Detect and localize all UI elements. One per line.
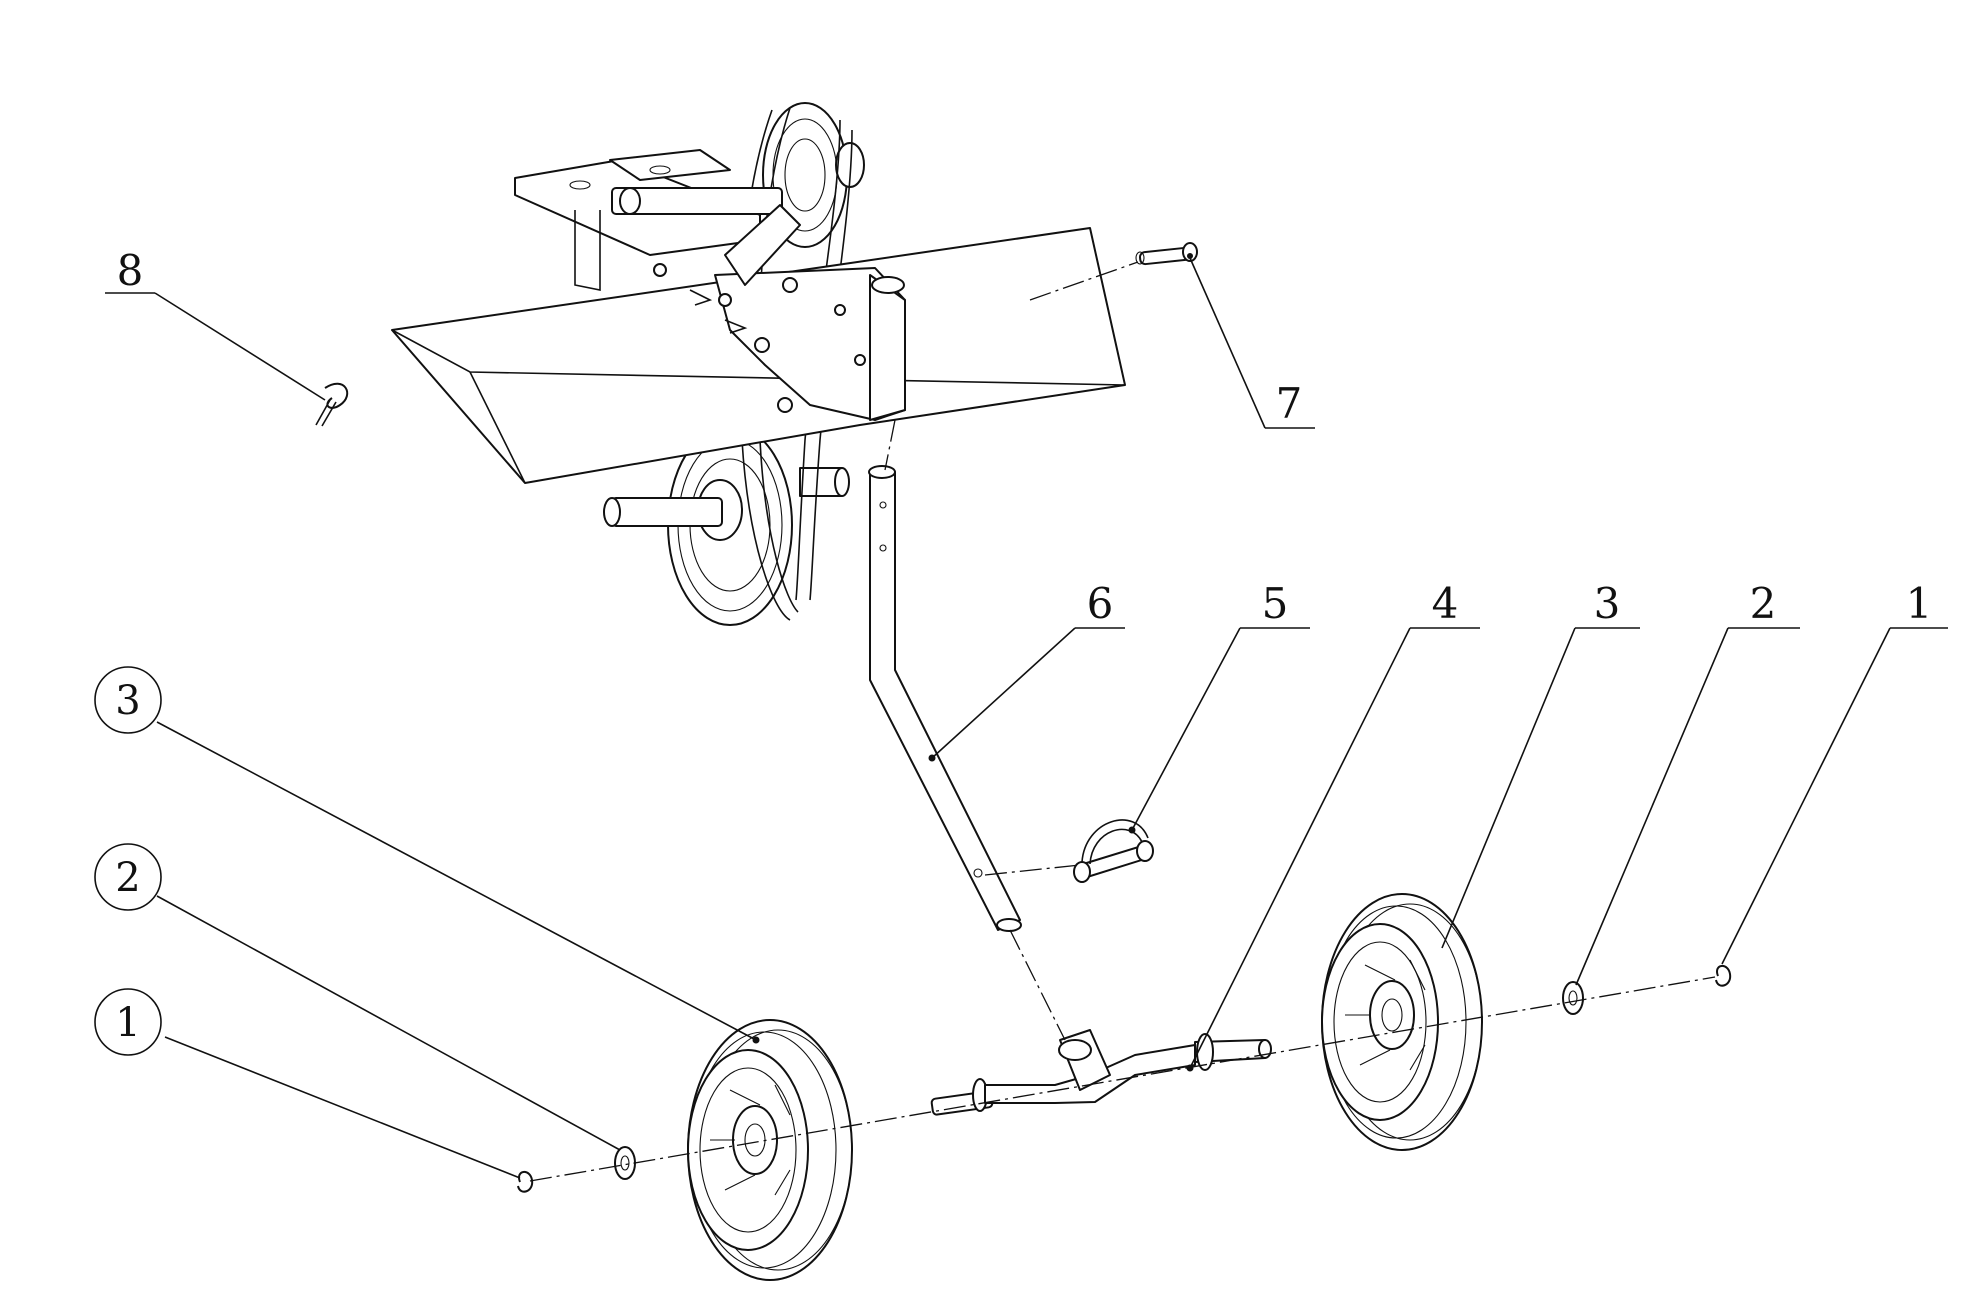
callout-label-1-right: 1 xyxy=(1906,579,1933,628)
callout-circle-2 xyxy=(94,843,162,911)
tiller-body-assembly xyxy=(391,102,1126,626)
part-5-lynch-pin xyxy=(1073,819,1154,883)
callout-circle-3 xyxy=(94,666,162,734)
callout-label-3-left: 3 xyxy=(115,678,140,724)
part-4-axle xyxy=(930,1029,1272,1116)
callout-label-2-right: 2 xyxy=(1750,579,1777,628)
assembly-center-lines xyxy=(529,261,1716,1182)
callout-label-8: 8 xyxy=(117,246,144,295)
leader-lines xyxy=(105,257,1948,1179)
callout-label-2-left: 2 xyxy=(115,855,140,901)
callout-label-1-left: 1 xyxy=(115,1000,140,1046)
callout-circle-1 xyxy=(94,988,162,1056)
callout-label-3-right: 3 xyxy=(1594,579,1621,628)
part-3-wheel-left xyxy=(687,1019,853,1281)
part-1-clip-right xyxy=(1715,965,1732,987)
callout-label-5: 5 xyxy=(1262,579,1289,628)
part-7-pin xyxy=(1135,242,1198,266)
callout-label-4: 4 xyxy=(1432,579,1459,628)
leader-dots xyxy=(752,253,1194,1072)
part-8-r-clip xyxy=(315,382,349,427)
part-2-washer-left xyxy=(614,1146,636,1180)
part-2-washer-right xyxy=(1562,981,1584,1015)
part-1-clip-left xyxy=(517,1171,534,1193)
part-6-support-tube xyxy=(868,465,1022,932)
callout-label-6: 6 xyxy=(1087,579,1114,628)
callout-label-7: 7 xyxy=(1276,379,1303,428)
part-3-wheel-right xyxy=(1321,893,1483,1151)
